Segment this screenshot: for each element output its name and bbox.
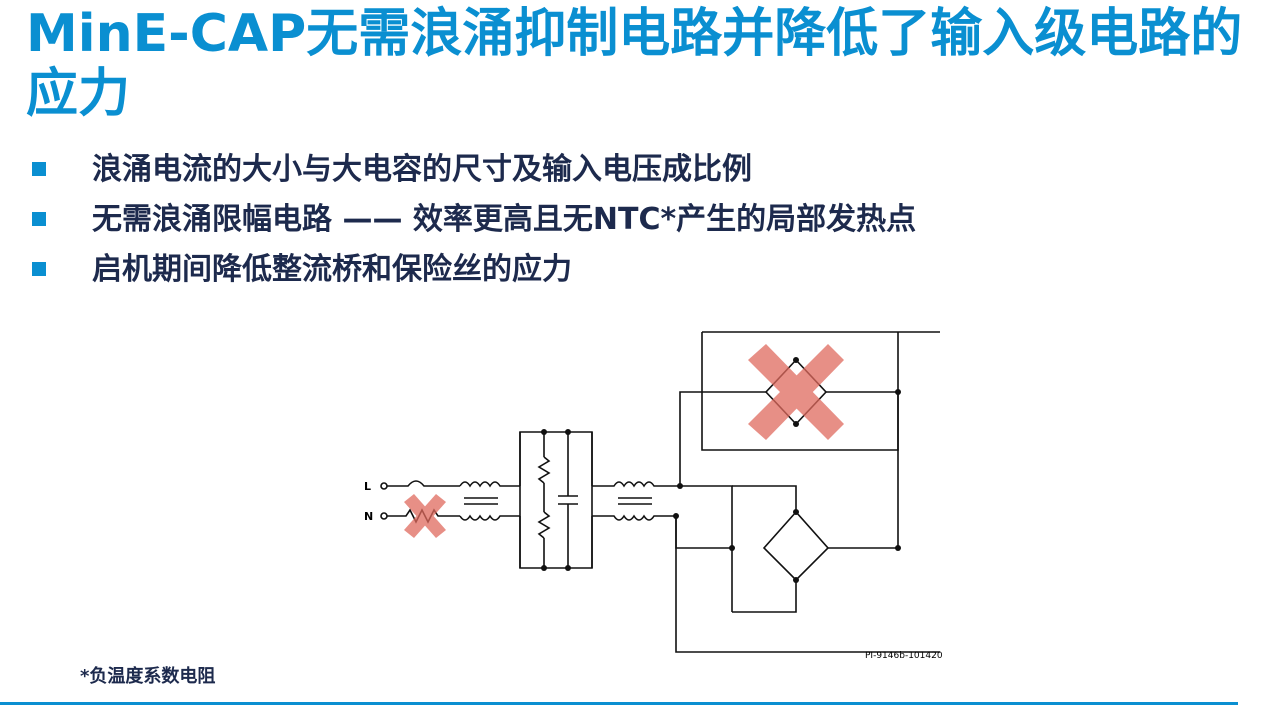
bullet-item: 浪涌电流的大小与大电容的尺寸及输入电压成比例: [28, 145, 1248, 195]
terminal-n: [380, 512, 388, 520]
footnote: *负温度系数电阻: [80, 666, 216, 687]
drawing-id: PI-9146b-101420: [865, 651, 943, 661]
bullet-square-icon: [32, 262, 46, 276]
bullet-square-icon: [32, 212, 46, 226]
bridge-rectifier-2: [762, 510, 830, 582]
resistor-2: [537, 511, 551, 539]
terminal-l-label: L: [364, 480, 371, 493]
bullet-item: 启机期间降低整流桥和保险丝的应力: [28, 245, 1248, 295]
bullet-text: 启机期间降低整流桥和保险丝的应力: [92, 252, 572, 287]
choke-1-bottom: [459, 514, 520, 521]
circuit-diagram: L N PI-9146b-101420: [364, 331, 943, 661]
bullet-square-icon: [32, 162, 46, 176]
resistor-1: [537, 456, 551, 484]
bullet-text: 浪涌电流的大小与大电容的尺寸及输入电压成比例: [92, 152, 752, 187]
slide-title: MinE-CAP无需浪涌抑制电路并降低了输入级电路的应力: [26, 4, 1243, 124]
removed-ntc-cross: [404, 494, 446, 538]
removed-bridge-cross: [748, 344, 844, 440]
bullet-list: 浪涌电流的大小与大电容的尺寸及输入电压成比例 无需浪涌限幅电路 —— 效率更高且…: [28, 145, 1248, 295]
bottom-rule: [0, 702, 1238, 705]
choke-1-top: [459, 481, 520, 488]
bullet-item: 无需浪涌限幅电路 —— 效率更高且无NTC*产生的局部发热点: [28, 195, 1248, 245]
fuse-symbol: [387, 480, 460, 487]
bullet-text: 无需浪涌限幅电路 —— 效率更高且无NTC*产生的局部发热点: [92, 202, 917, 237]
terminal-l: [380, 482, 388, 490]
terminal-n-label: N: [364, 510, 373, 523]
